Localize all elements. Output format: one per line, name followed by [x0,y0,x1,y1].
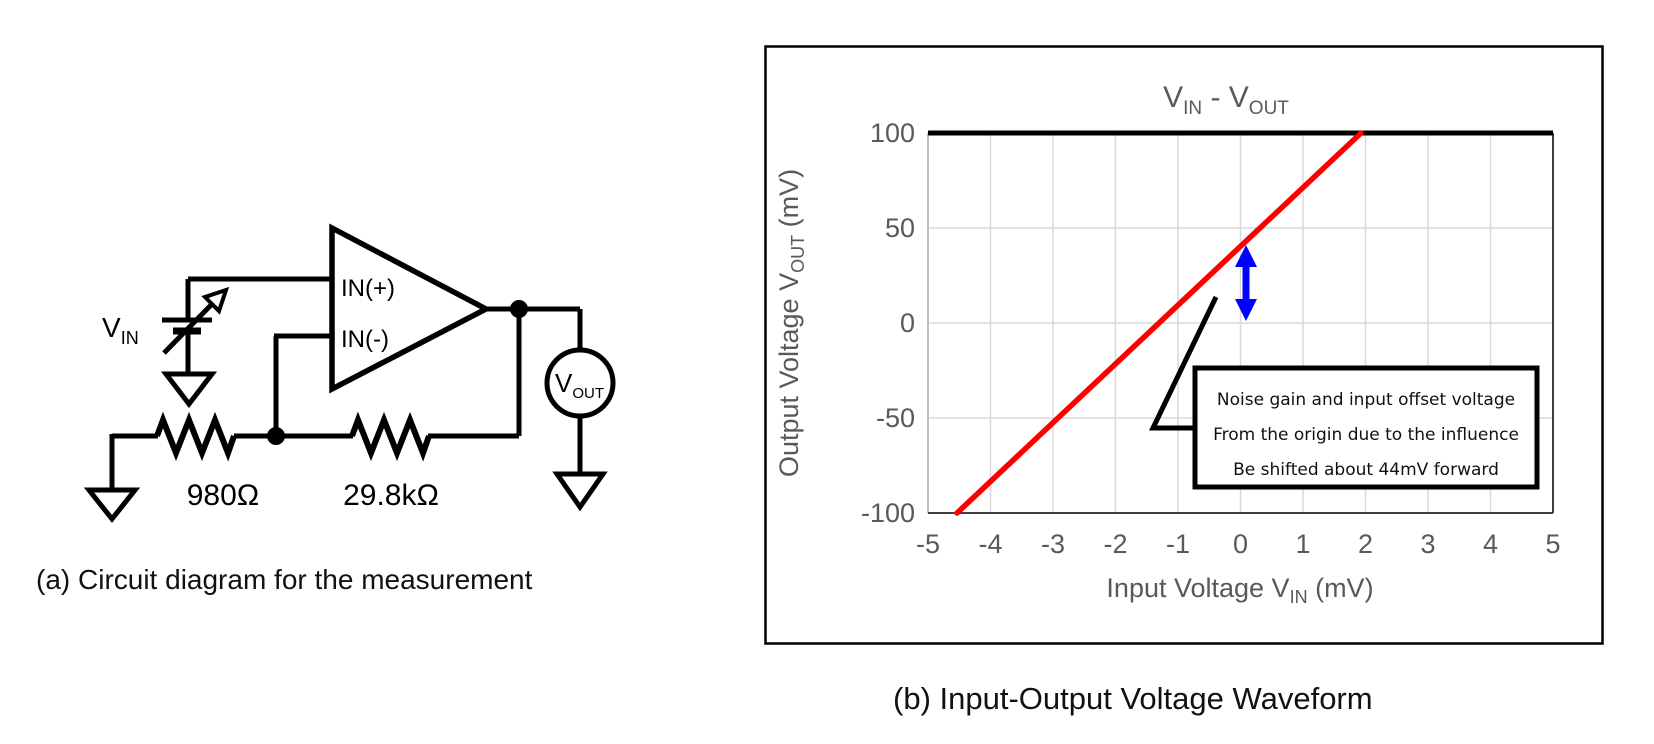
x-tick-1: 1 [1295,529,1310,559]
x-tick-5: 5 [1545,529,1560,559]
y-axis-title: Output Voltage VOUT (mV) [774,169,808,477]
y-tick-100: 100 [870,118,915,148]
chart-title: VIN - VOUT [1163,81,1289,119]
x-tick-0: 0 [1233,529,1248,559]
vin-vout-chart: Noise gain and input offset voltage From… [764,45,1604,645]
caption-a: (a) Circuit diagram for the measurement [36,564,533,595]
y-tick-m100: -100 [861,498,915,528]
ground-left [83,487,141,524]
chart-border [764,45,1604,645]
x-tick-3: 3 [1420,529,1435,559]
x-tick-m1: -1 [1166,529,1190,559]
x-axis-title: Input Voltage VIN (mV) [1106,573,1373,607]
circuit-diagram: VIN IN(+) IN(-) 980Ω 29.8kΩ VOUT [83,223,616,524]
source-arrow-shaft [162,300,216,355]
offset-arrow-head-up [1235,245,1257,267]
x-tick-m2: -2 [1103,529,1127,559]
x-tick-m3: -3 [1041,529,1065,559]
opamp-in-minus-label: IN(-) [341,326,389,353]
node-dot-feedback [267,427,285,445]
y-tick-50: 50 [885,213,915,243]
circuit-wires [109,276,583,490]
offset-arrow [1235,245,1257,321]
resistor-29k8-label: 29.8kΩ [343,479,439,512]
annotation-box [1192,365,1540,490]
ground-meter [552,471,608,512]
x-tick-m4: -4 [978,529,1002,559]
source-arrow-head [201,286,230,315]
caption-b: (b) Input-Output Voltage Waveform [893,681,1373,716]
vout-meter-circle [544,347,616,419]
y-tick-labels: 100 50 0 -50 -100 [861,118,915,528]
resistor-980-label: 980Ω [187,479,259,512]
ground-source [160,371,218,409]
y-tick-m50: -50 [876,403,915,433]
x-tick-4: 4 [1483,529,1498,559]
annotation-line-3: Be shifted about 44mV forward [1233,460,1499,480]
x-tick-m5: -5 [916,529,940,559]
opamp-triangle [329,223,492,394]
vin-label: VIN [102,312,139,348]
opamp-in-plus-label: IN(+) [341,275,395,302]
offset-arrow-head-down [1235,299,1257,321]
variable-source-symbol [162,286,230,355]
node-dot-output [510,300,528,318]
x-tick-2: 2 [1358,529,1373,559]
transfer-line [954,130,1364,516]
callout-leader-line [1149,295,1219,431]
annotation-line-2: From the origin due to the influence [1213,425,1519,445]
ground-symbols [83,371,608,524]
annotation-line-1: Noise gain and input offset voltage [1217,390,1515,410]
y-tick-0: 0 [900,308,915,338]
resistor-29k8 [349,411,432,462]
x-tick-labels: -5 -4 -3 -2 -1 0 1 2 3 4 5 [916,529,1561,559]
resistor-980 [154,411,237,462]
vout-meter-label: VOUT [555,368,604,402]
